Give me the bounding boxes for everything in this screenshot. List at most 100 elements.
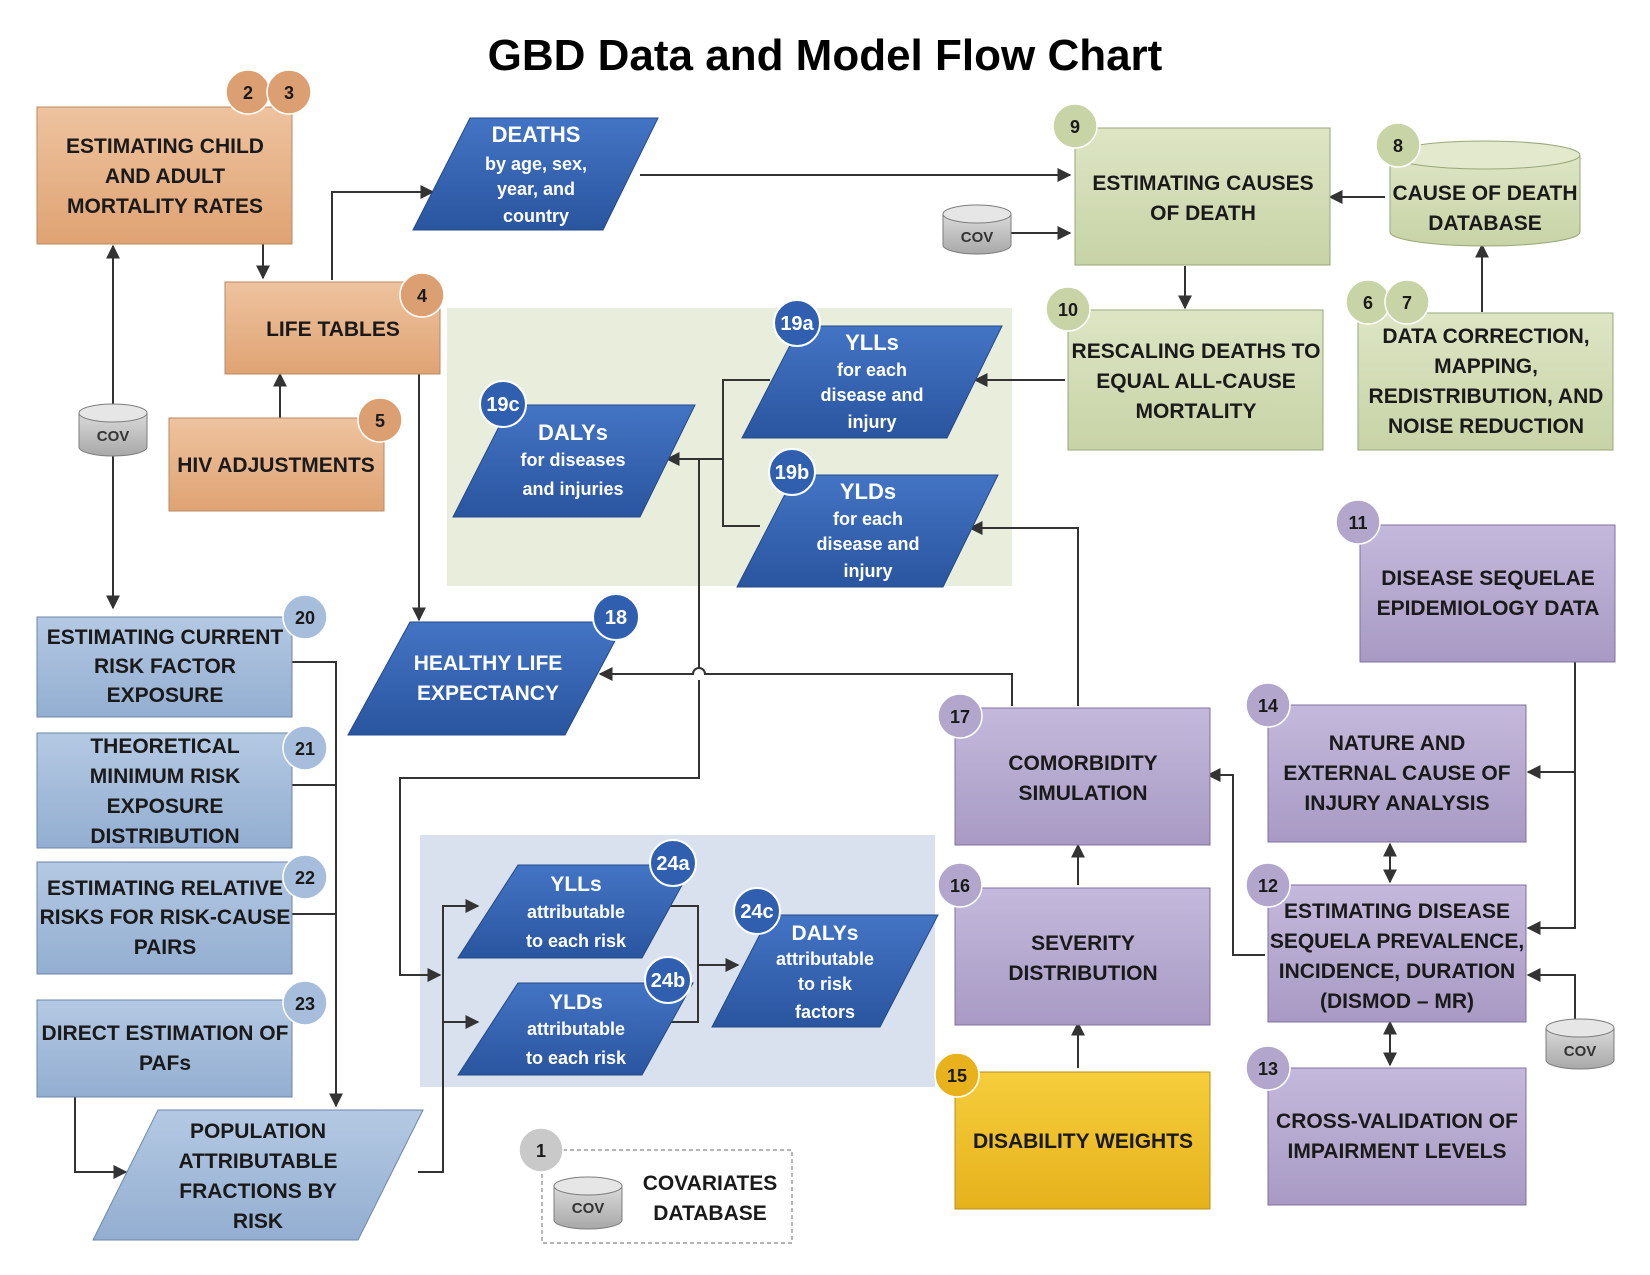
badge bbox=[937, 693, 983, 739]
cov-database-icon: COV bbox=[942, 204, 1012, 255]
badge-label: 24c bbox=[740, 901, 773, 923]
badge-label: 3 bbox=[284, 83, 294, 103]
badge bbox=[1052, 103, 1098, 149]
badge-label: 9 bbox=[1070, 117, 1080, 137]
badge-label: 24b bbox=[651, 970, 685, 992]
badge-label: 16 bbox=[950, 876, 970, 896]
line: MORTALITY RATES bbox=[67, 195, 263, 218]
badge bbox=[592, 593, 640, 641]
badge bbox=[518, 1127, 564, 1173]
svg-text:DALYs: DALYs bbox=[538, 420, 608, 445]
node-disability-weights: DISABILITY WEIGHTS 15 bbox=[934, 1052, 1211, 1210]
badge bbox=[937, 862, 983, 908]
node-life-tables: LIFE TABLES 4 bbox=[224, 272, 445, 375]
badge bbox=[773, 299, 821, 347]
badge-label: 2 bbox=[243, 83, 253, 103]
badge bbox=[1245, 1045, 1291, 1091]
badge bbox=[1245, 682, 1291, 728]
svg-text:DISABILITY WEIGHTS: DISABILITY WEIGHTS bbox=[973, 1130, 1193, 1153]
badge-label: 24a bbox=[656, 853, 690, 875]
badge-label: 12 bbox=[1258, 876, 1278, 896]
line: ESTIMATING CHILD bbox=[66, 135, 264, 158]
svg-text:YLDs: YLDs bbox=[549, 991, 603, 1014]
badge-label: 15 bbox=[947, 1066, 967, 1086]
badge-label: 23 bbox=[295, 994, 315, 1014]
badge bbox=[357, 397, 403, 443]
badge bbox=[1384, 279, 1430, 325]
badge-label: 19b bbox=[775, 462, 809, 484]
label: LIFE TABLES bbox=[266, 318, 400, 341]
svg-text:YLLs: YLLs bbox=[845, 330, 899, 355]
badge bbox=[282, 980, 328, 1026]
cov-database-icon: COV bbox=[78, 403, 148, 457]
badge-label: 8 bbox=[1393, 136, 1403, 156]
badge bbox=[479, 380, 527, 428]
svg-text:DATA CORRECTION,MAPPING,REDIST: DATA CORRECTION,MAPPING,REDISTRIBUTION, … bbox=[1369, 325, 1604, 438]
badge bbox=[282, 594, 328, 640]
badge bbox=[649, 839, 697, 887]
badge bbox=[934, 1052, 980, 1098]
badge-label: 19c bbox=[486, 394, 519, 416]
svg-text:DALYs: DALYs bbox=[792, 922, 859, 945]
badge-label: 11 bbox=[1348, 513, 1367, 533]
badge-label: 22 bbox=[295, 868, 315, 888]
badge bbox=[1335, 499, 1381, 545]
node-data-correction: DATA CORRECTION,MAPPING,REDISTRIBUTION, … bbox=[1345, 279, 1614, 451]
node-mortality-rates: ESTIMATING CHILD AND ADULT MORTALITY RATES… bbox=[36, 69, 312, 245]
badge bbox=[1375, 122, 1421, 168]
badge-label: 14 bbox=[1258, 696, 1278, 716]
svg-text:COV: COV bbox=[1564, 1043, 1597, 1060]
svg-text:YLDs: YLDs bbox=[840, 479, 896, 504]
badge bbox=[266, 69, 312, 115]
badge bbox=[768, 448, 816, 496]
svg-text:COV: COV bbox=[97, 428, 130, 445]
badge bbox=[399, 272, 445, 318]
svg-text:YLLs: YLLs bbox=[550, 873, 601, 896]
badge-label: 18 bbox=[605, 607, 627, 629]
badge bbox=[1045, 286, 1091, 332]
badge-label: 20 bbox=[295, 608, 315, 628]
badge-label: 21 bbox=[295, 739, 315, 759]
page-title: GBD Data and Model Flow Chart bbox=[488, 31, 1163, 80]
line: AND ADULT bbox=[105, 165, 225, 188]
badge bbox=[644, 956, 692, 1004]
badge-label: 5 bbox=[375, 411, 385, 431]
